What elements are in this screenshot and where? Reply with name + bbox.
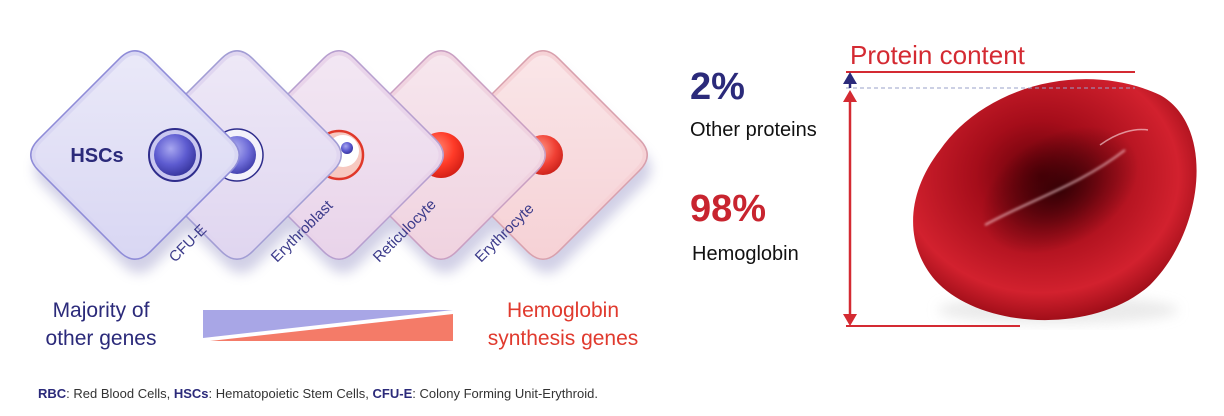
footnote-abbr-hscs: HSCs bbox=[173, 386, 209, 401]
hemoglobin-label: Hemoglobin bbox=[692, 243, 799, 265]
stage-label-hscs: HSCs bbox=[70, 145, 123, 167]
other-proteins-label: Other proteins bbox=[690, 119, 817, 141]
other-genes-wedge bbox=[203, 310, 453, 338]
footnote-text-rbc: : Red Blood Cells, bbox=[66, 386, 174, 401]
other-genes-label: Majority of other genes bbox=[45, 299, 157, 350]
footnote: RBC: Red Blood Cells, HSCs: Hematopoieti… bbox=[38, 386, 598, 401]
hemoglobin-percent: 98% bbox=[690, 188, 767, 230]
stage-tiles: ErythrocyteReticulocyteErythroblastCFU-E… bbox=[30, 50, 648, 266]
hemoglobin-genes-wedge bbox=[210, 314, 453, 341]
red-blood-cell-image bbox=[913, 79, 1197, 324]
footnote-abbr-cfue: CFU-E bbox=[372, 386, 413, 401]
protein-content-bracket bbox=[843, 71, 1135, 327]
footnote-text-cfue: : Colony Forming Unit-Erythroid. bbox=[412, 386, 598, 401]
other-proteins-percent: 2% bbox=[690, 66, 745, 108]
hemoglobin-genes-label: Hemoglobin synthesis genes bbox=[487, 299, 639, 350]
hsc-cell-icon bbox=[148, 128, 202, 182]
protein-content-title: Protein content bbox=[850, 40, 1025, 70]
stage-tile-hsc: HSCs bbox=[30, 50, 240, 260]
footnote-abbr-rbc: RBC bbox=[38, 386, 67, 401]
footnote-text-hscs: : Hematopoietic Stem Cells, bbox=[208, 386, 373, 401]
